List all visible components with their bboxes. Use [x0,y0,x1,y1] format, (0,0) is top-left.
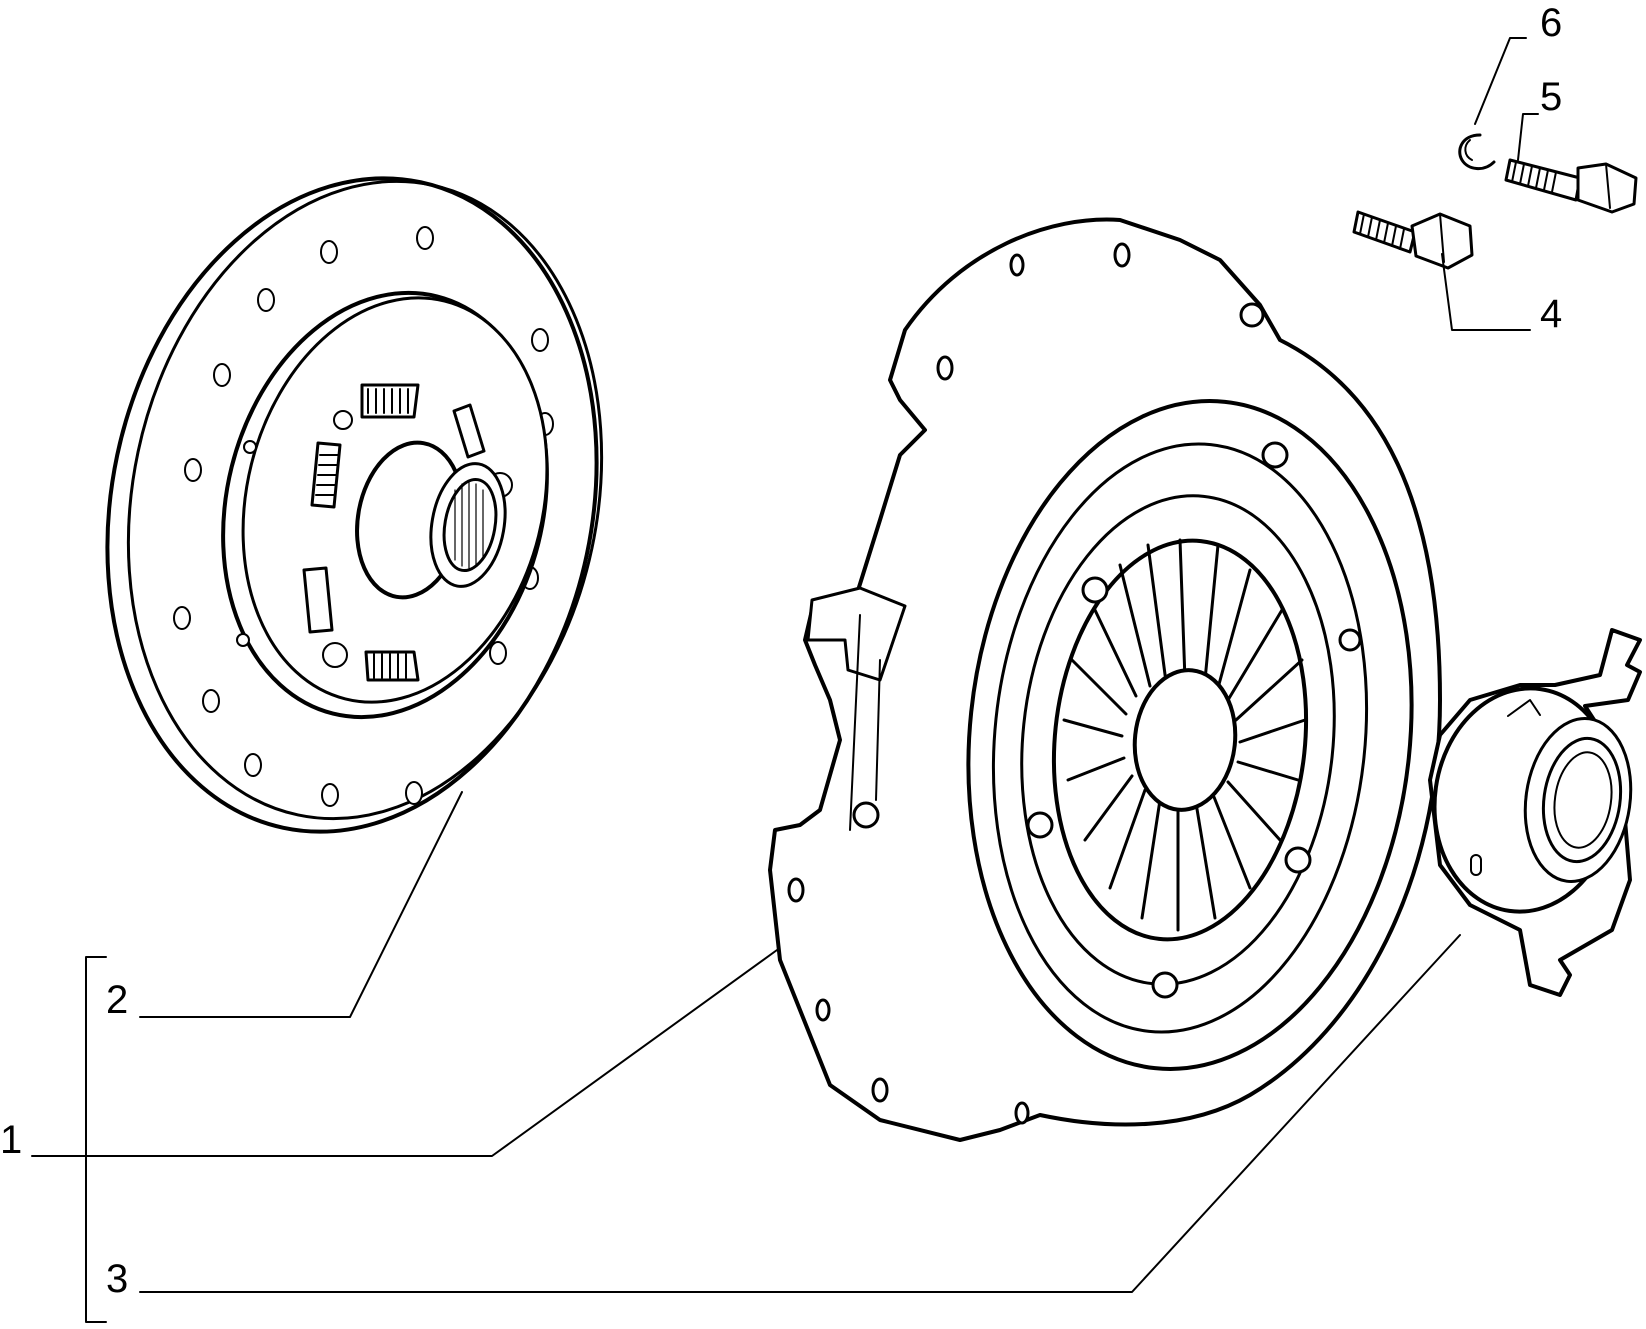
pressure-plate-cover [768,217,1442,1142]
screw-part-4 [1352,210,1474,270]
clutch-disc [105,176,604,834]
callout-6: 6 [1540,1,1562,45]
release-bearing [1428,628,1642,997]
damper-springs [302,383,486,682]
callout-labels: 1 2 3 4 5 6 [0,1,1562,1301]
screw-part-5 [1504,158,1638,214]
lining-rivets [173,226,554,807]
callout-1: 1 [0,1118,22,1162]
leader-lines [31,37,1539,1323]
callout-3: 3 [106,1257,128,1301]
washer-part-6 [1458,133,1496,170]
callout-5: 5 [1540,75,1562,119]
callout-2: 2 [106,978,128,1022]
callout-4: 4 [1540,292,1562,336]
diaphragm-fingers [1062,538,1307,932]
